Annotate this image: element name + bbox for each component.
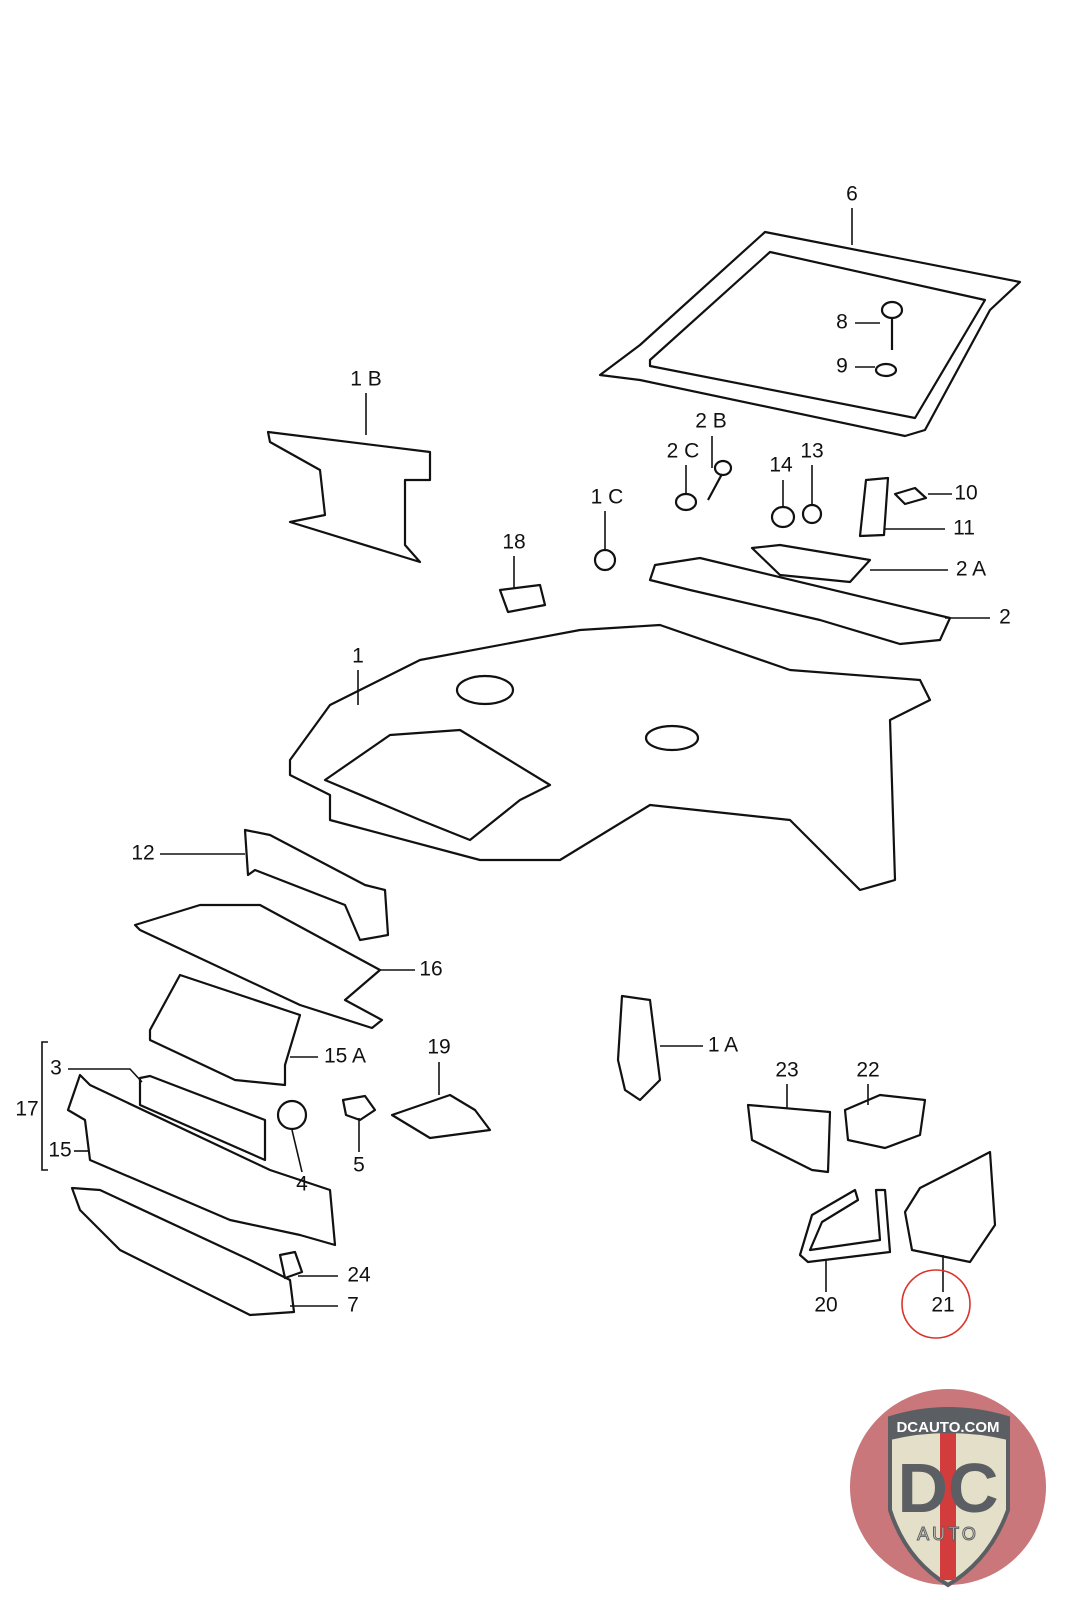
part-1-strut-tower-left	[455, 674, 515, 706]
logo-sub-text: AUTO	[917, 1524, 979, 1544]
callout-9: 9	[836, 355, 848, 378]
part-1b-bracket	[266, 430, 432, 564]
logo-main-text: DC	[897, 1449, 998, 1527]
callout-12: 12	[131, 842, 154, 865]
callout-1a: 1 A	[708, 1034, 738, 1057]
part-24-clip	[278, 1250, 304, 1280]
part-16-panel	[133, 903, 384, 1030]
part-22-bracket	[843, 1093, 927, 1150]
part-4-bumper-stop	[276, 1099, 308, 1131]
callout-17: 17	[15, 1098, 38, 1121]
callout-1: 1	[352, 645, 364, 668]
highlight-circle-21	[901, 1269, 971, 1339]
callout-5: 5	[353, 1154, 365, 1177]
part-2b-screw	[707, 459, 733, 501]
part-2c-nut	[674, 492, 698, 512]
callout-1c: 1 C	[591, 486, 624, 509]
part-1c-plug	[593, 548, 617, 572]
part-15a-bracket	[148, 973, 302, 1087]
callout-21: 21	[931, 1294, 954, 1317]
part-10-clip	[893, 486, 928, 506]
part-9-washer	[874, 362, 898, 378]
part-20-hose	[798, 1188, 892, 1264]
callout-2a: 2 A	[956, 558, 986, 581]
callout-24: 24	[347, 1264, 371, 1287]
callout-16: 16	[419, 958, 442, 981]
callout-7: 7	[347, 1294, 359, 1317]
part-23-bracket	[746, 1103, 832, 1174]
part-6-window-frame	[598, 230, 1022, 438]
callout-2b: 2 B	[695, 410, 727, 433]
part-1a-bracket	[616, 994, 662, 1102]
callout-2c: 2 C	[667, 440, 700, 463]
part-7-lower-valance	[70, 1186, 296, 1317]
callout-23: 23	[775, 1059, 798, 1082]
part-19-bracket	[390, 1093, 492, 1140]
callout-3: 3	[50, 1057, 62, 1080]
callout-6: 6	[846, 183, 858, 206]
part-13-washer	[801, 503, 823, 525]
callout-15: 15	[48, 1139, 71, 1162]
part-12-support	[243, 828, 390, 942]
callout-1b: 1 B	[350, 368, 382, 391]
callout-11: 11	[953, 517, 975, 540]
part-15-front-apron	[66, 1073, 337, 1247]
part-18-grommet	[498, 583, 547, 614]
dcauto-logo: DCAUTO.COM DC AUTO	[850, 1389, 1046, 1588]
callout-20: 20	[814, 1294, 837, 1317]
part-1-strut-tower-right	[644, 724, 700, 752]
callout-13: 13	[800, 440, 823, 463]
part-outlines	[66, 230, 1022, 1317]
part-8-screw	[880, 300, 904, 350]
part-14-nut	[770, 505, 796, 529]
part-21-panel	[903, 1150, 997, 1264]
part-5-clip	[341, 1094, 377, 1122]
part-11-bracket	[858, 476, 890, 538]
leader-lines	[41, 208, 990, 1307]
callout-15a: 15 A	[324, 1045, 366, 1068]
callout-19: 19	[427, 1036, 450, 1059]
logo-domain-text: DCAUTO.COM	[896, 1419, 999, 1436]
callout-2: 2	[999, 606, 1011, 629]
callout-10: 10	[954, 482, 977, 505]
callout-8: 8	[836, 311, 848, 334]
part-3-reinforcement	[138, 1074, 267, 1162]
callout-labels: 6 8 9 1 B 2 B 2 C 14 13 10 11 1 C 18 2 A…	[15, 183, 1011, 1339]
part-2-crossmember	[648, 556, 952, 646]
part-2a-bracket	[750, 543, 872, 584]
callout-18: 18	[502, 531, 525, 554]
part-1-front-body	[288, 623, 932, 892]
callout-4: 4	[296, 1173, 308, 1196]
callout-22: 22	[856, 1059, 879, 1082]
callout-14: 14	[769, 454, 793, 477]
